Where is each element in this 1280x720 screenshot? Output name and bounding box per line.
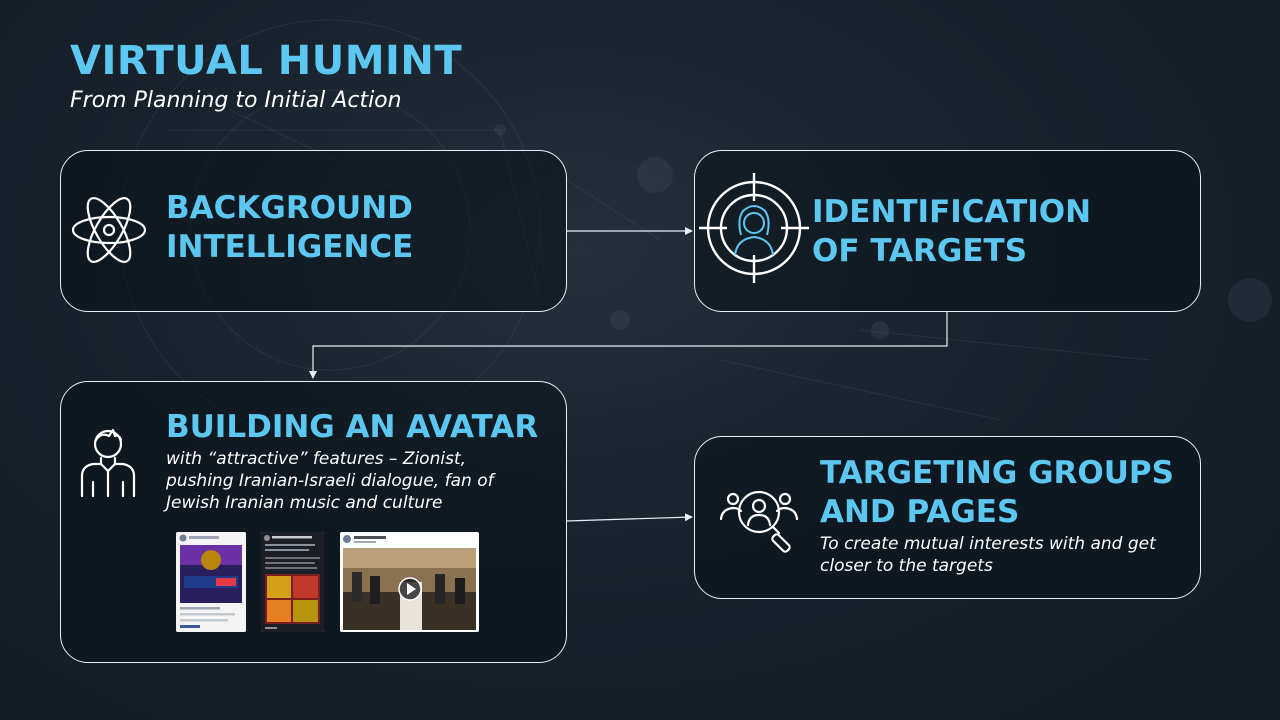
step-description-line3: Jewish Iranian music and culture <box>166 493 443 513</box>
post-screenshot-2 <box>261 532 324 632</box>
step-heading-line2: AND PAGES <box>820 494 1020 530</box>
step-heading: BUILDING AN AVATAR <box>166 409 539 445</box>
step-description-line1: To create mutual interests with and get <box>820 534 1156 554</box>
step-background-intelligence: BACKGROUND INTELLIGENCE <box>60 150 567 312</box>
step-description-line1: with “attractive” features – Zionist, <box>166 449 467 469</box>
atom-icon <box>71 197 147 263</box>
step-description-line2: pushing Iranian-Israeli dialogue, fan of <box>166 471 494 491</box>
step-heading-line2: OF TARGETS <box>812 233 1028 269</box>
step-identification-of-targets: IDENTIFICATION OF TARGETS <box>694 150 1201 312</box>
step-heading-line2: INTELLIGENCE <box>166 229 414 265</box>
group-search-icon <box>719 490 799 553</box>
video-post-screenshot <box>340 532 479 632</box>
page-title: VIRTUAL HUMINT <box>70 38 463 84</box>
step-building-an-avatar: BUILDING AN AVATAR with “attractive” fea… <box>60 381 567 663</box>
step-heading-line1: TARGETING GROUPS <box>820 455 1174 491</box>
step-targeting-groups-and-pages: TARGETING GROUPS AND PAGES To create mut… <box>694 436 1201 599</box>
post-screenshot-1 <box>176 532 246 632</box>
target-crosshair-icon <box>699 173 809 283</box>
step-description-line2: closer to the targets <box>820 556 993 576</box>
page-subtitle: From Planning to Initial Action <box>70 88 402 113</box>
user-avatar-icon <box>80 428 136 498</box>
step-heading-line1: IDENTIFICATION <box>812 194 1092 230</box>
step-heading-line1: BACKGROUND <box>166 190 413 226</box>
